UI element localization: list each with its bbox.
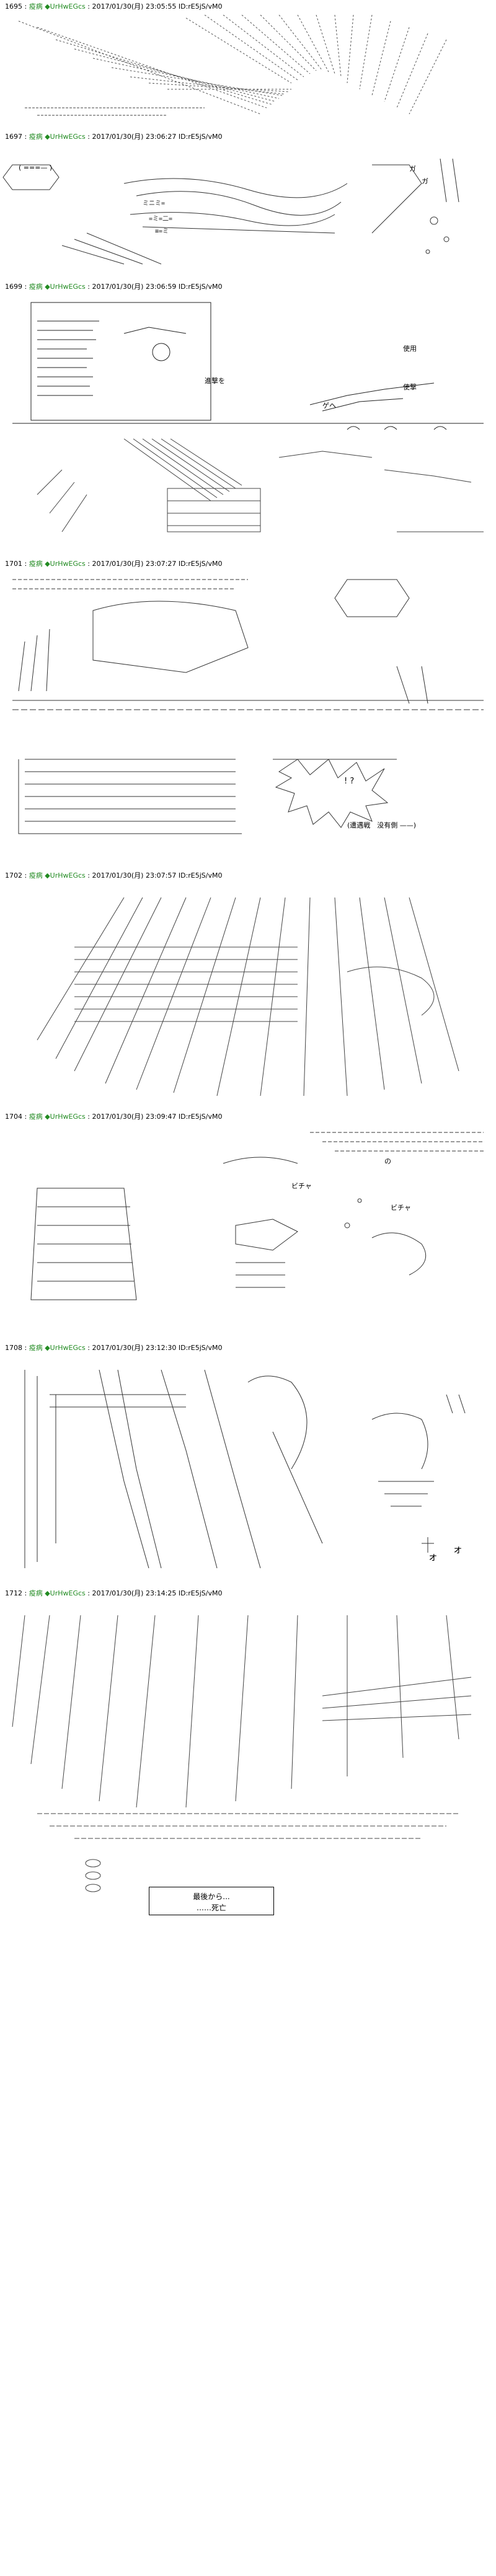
post-1695: 1695 : 疫病 ◆UrHwEGcs : 2017/01/30(月) 23:0… [0,2,496,126]
post-number: 1699 [5,283,22,291]
final-message-line-1: 最後から... [193,1892,230,1901]
svg-text:ミニミ=: ミニミ= [143,200,165,207]
figure-art [24,1369,466,1569]
ascii-art-scene [0,296,496,544]
post-number: 1702 [5,871,22,880]
poster-trip: ◆UrHwEGcs [45,1113,86,1121]
kanji-label: 進撃を [205,377,225,385]
ascii-art-figure [0,1357,496,1581]
poster-name: 疫病 [29,560,43,568]
kanji-label: 使撃 [403,383,417,391]
post-1712: 1712 : 疫病 ◆UrHwEGcs : 2017/01/30(月) 23:1… [0,1589,496,2576]
ascii-art-finale [0,1603,496,1913]
post-1702: 1702 : 疫病 ◆UrHwEGcs : 2017/01/30(月) 23:0… [0,871,496,1107]
post-1708: 1708 : 疫病 ◆UrHwEGcs : 2017/01/30(月) 23:1… [0,1344,496,1586]
scene-art [12,302,484,532]
post-header: 1697 : 疫病 ◆UrHwEGcs : 2017/01/30(月) 23:0… [5,133,223,141]
post-header: 1708 : 疫病 ◆UrHwEGcs : 2017/01/30(月) 23:1… [5,1344,223,1352]
kanji-label: 使用 [403,345,417,353]
post-header: 1712 : 疫病 ◆UrHwEGcs : 2017/01/30(月) 23:1… [5,1589,223,1597]
surprise-bubble-text: ! ? [344,777,355,786]
poster-name: 疫病 [29,1344,43,1352]
poster-trip: ◆UrHwEGcs [45,2,86,11]
post-number: 1701 [5,560,22,568]
final-message-box: 最後から... ……死亡 [149,1887,274,1915]
aftermath-art [30,1132,484,1300]
finale-art [12,1615,472,1892]
post-header: 1695 : 疫病 ◆UrHwEGcs : 2017/01/30(月) 23:0… [5,2,223,11]
post-header: 1699 : 疫病 ◆UrHwEGcs : 2017/01/30(月) 23:0… [5,283,223,291]
ascii-art-charge [0,885,496,1102]
speech-dash: ( ===— ) [19,164,53,172]
poster-name: 疫病 [29,1589,43,1597]
post-number: 1695 [5,2,22,11]
sound-effect: ビチャ [391,1204,411,1212]
poster-trip: ◆UrHwEGcs [45,1589,86,1597]
svg-text:≡=ミ: ≡=ミ [155,228,169,235]
post-number: 1712 [5,1589,22,1597]
encounter-art [12,579,484,834]
sound-effect: ビチャ [291,1182,312,1190]
sound-effect: ォ [428,1551,438,1563]
sound-effect: ゲヘ [322,402,336,410]
poster-name: 疫病 [29,871,43,880]
final-message-line-2: ……死亡 [196,1903,226,1912]
post-date: 2017/01/30(月) 23:05:55 ID:rE5jS/vM0 [92,2,223,11]
poster-trip: ◆UrHwEGcs [45,133,86,141]
ascii-art-explosion [0,15,496,126]
ascii-art-aftermath [0,1126,496,1331]
post-date: 2017/01/30(月) 23:06:59 ID:rE5jS/vM0 [92,283,223,291]
sound-effect: ガ [422,177,428,185]
post-1701: 1701 : 疫病 ◆UrHwEGcs : 2017/01/30(月) 23:0… [0,560,496,863]
post-date: 2017/01/30(月) 23:14:25 ID:rE5jS/vM0 [92,1589,223,1597]
poster-name: 疫病 [29,1113,43,1121]
post-number: 1704 [5,1113,22,1121]
post-date: 2017/01/30(月) 23:06:27 ID:rE5jS/vM0 [92,133,223,141]
svg-text:=ミ=二=: =ミ=二= [149,216,172,223]
post-date: 2017/01/30(月) 23:07:57 ID:rE5jS/vM0 [92,871,223,880]
post-date: 2017/01/30(月) 23:07:27 ID:rE5jS/vM0 [92,560,223,568]
post-number: 1708 [5,1344,22,1352]
ascii-art-encounter [0,573,496,858]
post-date: 2017/01/30(月) 23:09:47 ID:rE5jS/vM0 [92,1113,223,1121]
post-date: 2017/01/30(月) 23:12:30 ID:rE5jS/vM0 [92,1344,223,1352]
explosion-art [18,15,447,116]
poster-name: 疫病 [29,133,43,141]
battle-art: ミニミ= =ミ=二= ≡=ミ [2,158,459,265]
ascii-art-battle: ミニミ= =ミ=二= ≡=ミ [0,146,496,270]
post-1699: 1699 : 疫病 ◆UrHwEGcs : 2017/01/30(月) 23:0… [0,283,496,549]
poster-trip: ◆UrHwEGcs [45,1344,86,1352]
poster-trip: ◆UrHwEGcs [45,283,86,291]
post-number: 1697 [5,133,22,141]
post-1704: 1704 : 疫病 ◆UrHwEGcs : 2017/01/30(月) 23:0… [0,1113,496,1336]
post-header: 1704 : 疫病 ◆UrHwEGcs : 2017/01/30(月) 23:0… [5,1113,223,1121]
charge-art [37,897,459,1096]
scene-caption: (遭遇戦 没有側 ——) [347,821,417,829]
poster-trip: ◆UrHwEGcs [45,871,86,880]
sound-effect: ガ [409,165,416,173]
sound-effect: の [384,1157,391,1165]
poster-name: 疫病 [29,2,43,11]
poster-name: 疫病 [29,283,43,291]
post-header: 1701 : 疫病 ◆UrHwEGcs : 2017/01/30(月) 23:0… [5,560,223,568]
post-header: 1702 : 疫病 ◆UrHwEGcs : 2017/01/30(月) 23:0… [5,871,223,880]
sound-effect: ォ [453,1543,463,1555]
poster-trip: ◆UrHwEGcs [45,560,86,568]
post-1697: 1697 : 疫病 ◆UrHwEGcs : 2017/01/30(月) 23:0… [0,133,496,275]
